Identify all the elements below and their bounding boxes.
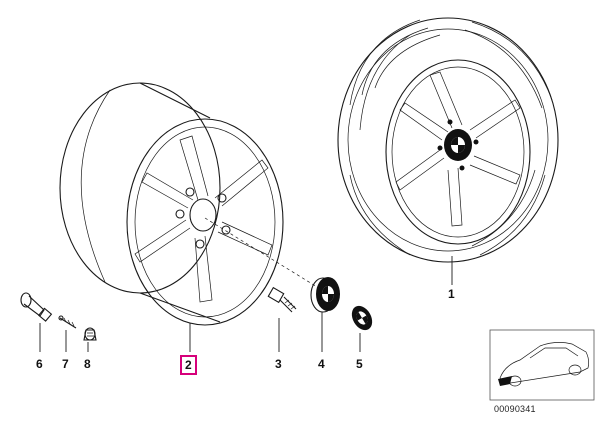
- rim-spokes: [134, 135, 273, 303]
- tire-tread: [349, 19, 553, 256]
- assembly-rim: [385, 59, 531, 245]
- emblem: [351, 305, 373, 331]
- valve-core-tool: [58, 315, 77, 329]
- tire-wheel-assembly: [337, 17, 559, 263]
- alloy-rim: [59, 82, 284, 326]
- callout-1[interactable]: 1: [448, 287, 455, 301]
- valve-cap: [83, 327, 97, 341]
- callout-5[interactable]: 5: [356, 357, 363, 371]
- valve: [20, 292, 53, 322]
- callout-3[interactable]: 3: [275, 357, 282, 371]
- assembly-spokes: [395, 71, 521, 227]
- rim-front-face: [126, 118, 284, 326]
- vehicle-thumbnail: [489, 329, 595, 401]
- callout-4[interactable]: 4: [318, 357, 325, 371]
- callout-6[interactable]: 6: [36, 357, 43, 371]
- callout-7[interactable]: 7: [62, 357, 69, 371]
- callout-2[interactable]: 2: [180, 355, 197, 375]
- tire-outline: [337, 17, 559, 263]
- hub-cap: [310, 277, 340, 313]
- callout-8[interactable]: 8: [84, 357, 91, 371]
- rim-center-bore: [189, 198, 217, 232]
- wheel-bolt: [267, 286, 297, 313]
- diagram-reference-code: 00090341: [494, 404, 536, 414]
